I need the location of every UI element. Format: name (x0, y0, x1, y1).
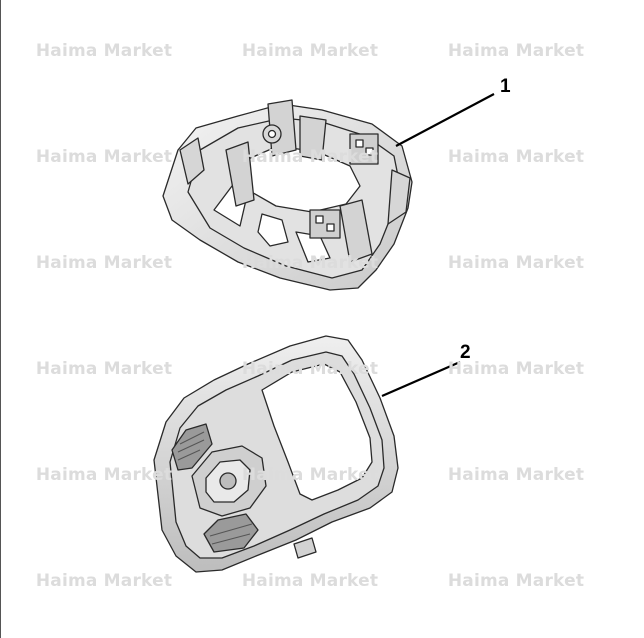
bracket-rib (299, 115, 327, 161)
bracket-rib (225, 141, 255, 207)
callout-1-leader (395, 93, 495, 147)
bracket-clip-tab (326, 223, 335, 232)
bracket-clip-tab (315, 215, 324, 224)
bracket-side-wing (387, 169, 411, 225)
bracket-screw-boss (267, 129, 277, 139)
left-border (0, 0, 1, 638)
bracket-side-wing (179, 137, 205, 185)
housing-mount-foot (293, 537, 317, 559)
housing-vent-slat (177, 449, 201, 461)
bracket-clip-tab (365, 147, 374, 156)
housing-switch-knob (219, 472, 237, 490)
bracket-lower-cutout (257, 213, 289, 247)
callout-1-number: 1 (500, 76, 511, 97)
housing-vent-slat (179, 431, 205, 445)
housing-vent-slat (209, 523, 253, 537)
housing-vent-slat (177, 439, 205, 453)
housing-lamp-aperture (261, 363, 373, 501)
bracket-center-window (245, 145, 361, 213)
part-2-housing (153, 335, 399, 573)
bracket-clip-tab (349, 133, 379, 165)
part-1-bracket (162, 99, 413, 291)
housing-vent-slat (211, 533, 251, 545)
bracket-clip-tab (309, 209, 341, 239)
bracket-clip-tab (355, 139, 364, 148)
bracket-rib (339, 199, 373, 263)
callout-2-leader (381, 360, 461, 398)
callout-2-number: 2 (460, 342, 471, 363)
